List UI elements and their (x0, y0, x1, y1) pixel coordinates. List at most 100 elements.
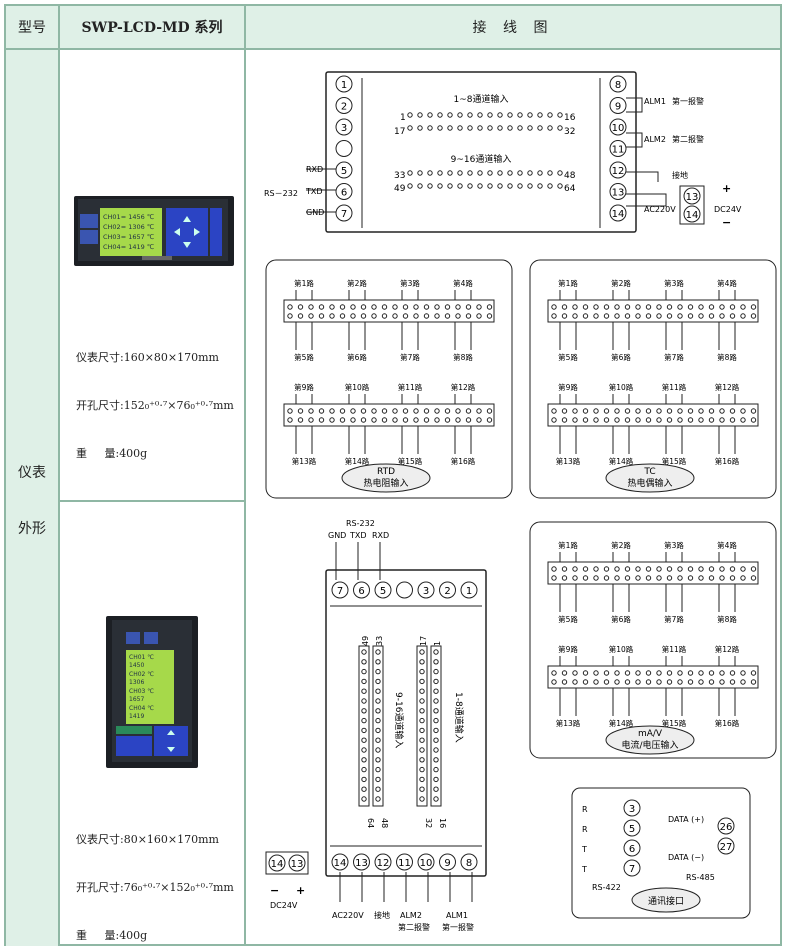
v-g2: 9-16通道输入 (393, 692, 405, 748)
v-bottom-terminal-2-label: 13 (355, 858, 368, 869)
v-ac: AC220V (332, 911, 364, 920)
rtd-pin (318, 408, 325, 414)
rtd-pin (402, 417, 409, 423)
tc-pin (719, 304, 725, 310)
mav-pin (677, 566, 683, 572)
device-v-line-8: 1419 (129, 713, 144, 720)
tc-ch-bot: 第15路 (662, 456, 687, 466)
mav-pin (603, 670, 610, 676)
comm-r1: R (582, 805, 588, 814)
tc-pin (750, 417, 757, 423)
v-dc: DC24V (270, 901, 298, 910)
tc-pin (635, 408, 641, 414)
rtd-pin (392, 417, 398, 423)
v-bottom-terminal-5 (417, 853, 435, 871)
v-pin (361, 727, 367, 734)
v-pin (361, 668, 367, 675)
v-pin (361, 708, 367, 714)
tc-ch-top: 第10路 (609, 382, 634, 392)
mav-pin (698, 679, 704, 685)
mav-lead (559, 688, 577, 716)
top-pin-row3 (527, 170, 533, 176)
tc-pin (635, 417, 641, 423)
v-pin (419, 698, 425, 704)
v-n17: 17 (419, 636, 428, 646)
v-top-terminal-7-label: 1 (466, 586, 472, 597)
mav-ch-top: 第10路 (609, 644, 634, 654)
rtd-lead (348, 290, 366, 300)
v-rxd: RXD (372, 531, 389, 540)
v-pin-column-3 (416, 645, 428, 807)
rtd-pin (444, 313, 451, 319)
mav-pin (708, 575, 715, 581)
mav-pin (656, 575, 662, 581)
top-pin-row1 (447, 112, 453, 118)
top-right-terminal-5 (609, 161, 627, 179)
v-pin-column-1 (358, 645, 370, 807)
tc-pin (593, 304, 599, 310)
rtd-pin (413, 304, 419, 310)
v-pin (433, 688, 439, 694)
group1-b: 16 (564, 113, 576, 123)
tc-ch-bot: 第14路 (609, 456, 634, 466)
rtd-pin (402, 408, 409, 414)
top-right-terminal-6-label: 13 (612, 188, 625, 199)
top-left-terminal-5-label: 5 (341, 166, 347, 177)
top-pin-row2 (457, 125, 463, 131)
tc-ch-bot: 第6路 (611, 352, 631, 362)
mav-pin (582, 566, 589, 572)
mav-label-1: mA/V (638, 729, 663, 739)
mav-ch-top: 第1路 (558, 540, 578, 550)
mav-pin (740, 670, 746, 676)
v-pin (433, 708, 439, 714)
rtd-lead (401, 290, 419, 300)
v-pin (419, 776, 425, 783)
device-v-line-4: 1306 (129, 679, 144, 686)
mav-pin (677, 670, 683, 676)
top-pin-row3 (537, 170, 543, 176)
alm1-wire (626, 97, 643, 113)
top-pin-row2 (527, 125, 533, 131)
v-dc-plus: + (296, 884, 305, 897)
v-top-terminal-2-label: 6 (358, 586, 364, 597)
rtd-pin (381, 417, 388, 423)
mav-pin (635, 566, 641, 572)
label-appearance: 外形 (18, 521, 46, 537)
top-pin-row2 (547, 125, 553, 131)
mav-ch-top: 第2路 (611, 540, 631, 550)
device-v-line-7: CH04 ℃ (129, 705, 154, 712)
mav-pin (593, 679, 599, 685)
mav-pin (603, 679, 610, 685)
tc-lead (612, 322, 630, 350)
top-pin-row3 (447, 170, 453, 176)
spec-h-cutout: 开孔尺寸:152₀⁺⁰·⁷×76₀⁺⁰·⁷mm (76, 399, 234, 412)
group1-a: 1 (400, 113, 406, 123)
tc-pin (572, 408, 578, 414)
v-pin (419, 668, 425, 675)
mav-pin (677, 679, 683, 685)
rtd-ch-bot: 第5路 (294, 352, 314, 362)
v-dc-minus: − (270, 884, 279, 897)
mav-pin (572, 679, 578, 685)
tc-ch-bot: 第7路 (664, 352, 684, 362)
v-pin (419, 737, 425, 743)
rtd-ch-top: 第4路 (453, 278, 473, 288)
top-right-terminal-3-label: 10 (612, 123, 625, 134)
v-dc-terminal-a (268, 854, 286, 872)
tc-pin (645, 304, 652, 310)
v-pin (419, 727, 425, 734)
rtd-ch-top: 第2路 (347, 278, 367, 288)
top-pin-row1 (467, 112, 473, 118)
rtd-pin (402, 304, 409, 310)
tc-pin (614, 408, 620, 414)
tc-pin (677, 304, 683, 310)
tc-pin (729, 313, 736, 319)
tc-pin (666, 417, 673, 423)
spec-v-weight: 重 量:400g (76, 929, 148, 942)
rtd-pin (444, 304, 451, 310)
rtd-pin (318, 313, 325, 319)
comm-data-m: DATA (−) (668, 853, 704, 862)
rtd-pin (371, 313, 377, 319)
mav-pin (719, 679, 725, 685)
rtd-ch-bot: 第7路 (400, 352, 420, 362)
